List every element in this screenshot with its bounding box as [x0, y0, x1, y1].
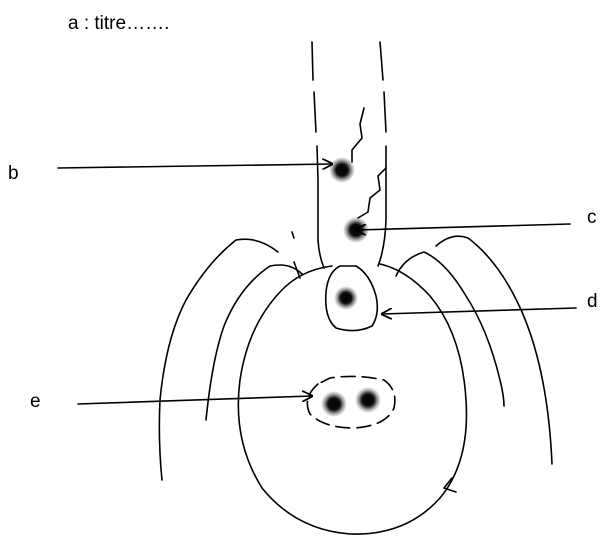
label-e: e — [30, 391, 41, 412]
dot-e-right — [355, 387, 381, 413]
stem-inner-crack-2 — [357, 167, 387, 219]
head-chamber-outline — [324, 265, 379, 332]
dot-b — [329, 157, 355, 183]
label-d: d — [587, 291, 598, 312]
dot-e-left — [321, 391, 347, 417]
label-b: b — [8, 163, 19, 184]
stem-left-outline — [311, 41, 325, 269]
stem-right-outline — [377, 41, 387, 267]
label-c: c — [587, 207, 597, 228]
stray-mark — [291, 231, 295, 239]
left-leg-inner — [205, 264, 303, 421]
dot-c — [343, 217, 369, 243]
arrow-c — [356, 223, 571, 230]
arrow-d — [382, 307, 577, 314]
main-body-outline — [237, 263, 468, 535]
left-leg-outer — [158, 238, 279, 481]
arrow-b — [57, 164, 332, 168]
right-leg-outer — [435, 235, 553, 465]
cluster-outline — [306, 375, 396, 429]
right-leg-inner — [395, 251, 505, 407]
diagram-title: a : titre……. — [68, 13, 170, 34]
dot-d — [334, 286, 358, 310]
body-tick — [443, 477, 457, 493]
stem-inner-crack — [351, 107, 365, 163]
arrow-e — [77, 396, 312, 405]
